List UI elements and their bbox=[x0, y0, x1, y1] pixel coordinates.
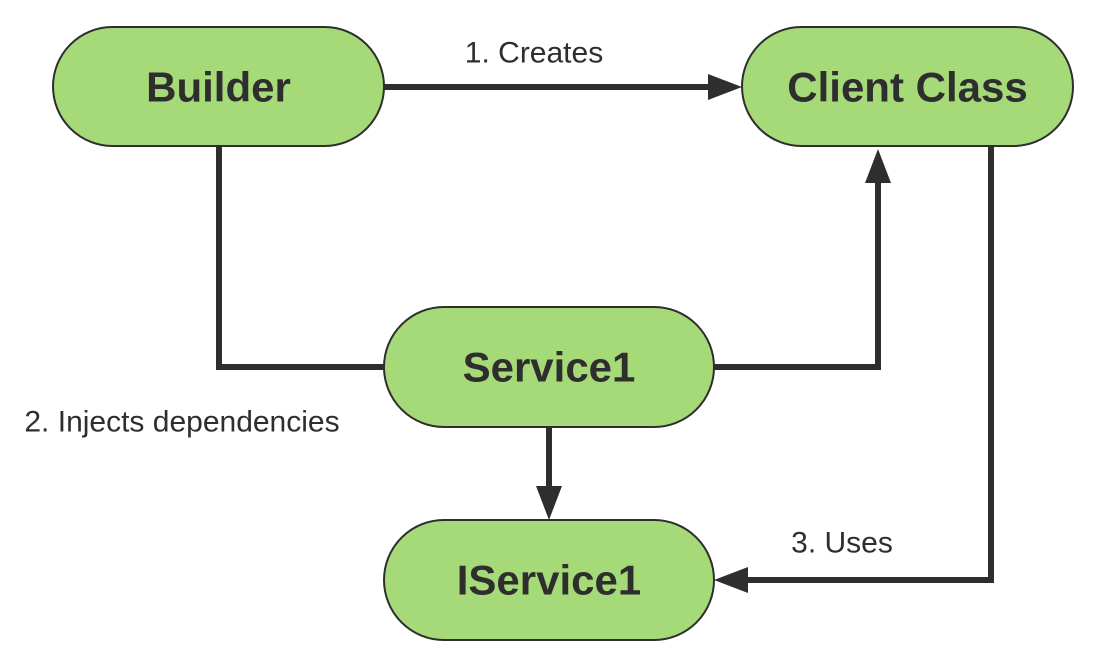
node-iservice1: IService1 bbox=[383, 519, 715, 641]
edge-creates-arrowhead bbox=[708, 74, 742, 100]
node-service1-label: Service1 bbox=[463, 344, 636, 391]
node-builder-shape bbox=[52, 26, 385, 147]
edge-uses-label: 3. Uses bbox=[791, 527, 893, 560]
edge-injects-left-segment bbox=[216, 146, 384, 370]
edge-uses-arrowhead bbox=[714, 567, 748, 593]
edge-injects bbox=[216, 146, 891, 370]
edge-creates-label: 1. Creates bbox=[465, 37, 603, 70]
edge-uses-line bbox=[745, 146, 994, 583]
node-builder: Builder bbox=[52, 26, 385, 147]
edge-injects-label: 2. Injects dependencies bbox=[24, 406, 339, 439]
node-client-class-label: Client Class bbox=[787, 64, 1027, 111]
edge-implements bbox=[536, 427, 562, 520]
node-service1-shape bbox=[383, 306, 715, 428]
node-client-class-shape bbox=[741, 26, 1074, 147]
node-client-class: Client Class bbox=[741, 26, 1074, 147]
edge-creates bbox=[384, 74, 742, 100]
edge-uses bbox=[714, 146, 994, 593]
node-iservice1-shape bbox=[383, 519, 715, 641]
edge-injects-right-segment bbox=[714, 180, 881, 370]
edge-implements-arrowhead bbox=[536, 486, 562, 520]
node-builder-label: Builder bbox=[146, 64, 291, 111]
edge-injects-arrowhead bbox=[865, 149, 891, 183]
node-service1: Service1 bbox=[383, 306, 715, 428]
node-iservice1-label: IService1 bbox=[457, 557, 642, 604]
